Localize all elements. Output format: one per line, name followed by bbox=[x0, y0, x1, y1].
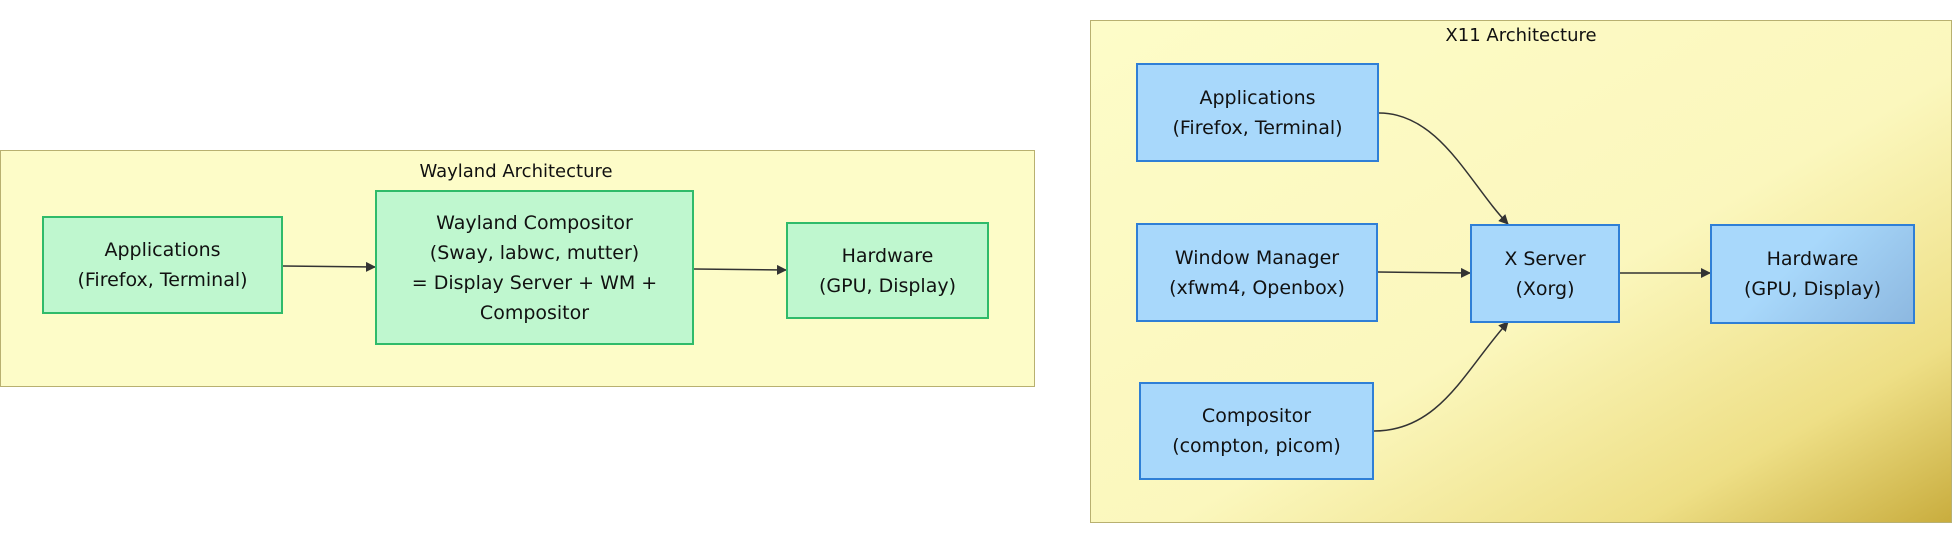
wayland-hardware-examples: (GPU, Display) bbox=[818, 274, 957, 297]
x11-x-server-node: X Server (Xorg) bbox=[1470, 224, 1620, 323]
x11-hardware-title: Hardware bbox=[1766, 248, 1859, 270]
x11-x-server-examples: (Xorg) bbox=[1515, 277, 1575, 300]
x11-window-manager-examples: (xfwm4, Openbox) bbox=[1169, 276, 1345, 299]
wayland-applications-node: Applications (Firefox, Terminal) bbox=[42, 216, 283, 314]
wayland-group-title: Wayland Architecture bbox=[419, 161, 613, 182]
x11-compositor-node: Compositor (compton, picom) bbox=[1139, 382, 1374, 480]
wayland-hardware-title: Hardware bbox=[841, 244, 934, 267]
x11-hardware-examples: (GPU, Display) bbox=[1743, 278, 1882, 300]
x11-x-server-title: X Server bbox=[1504, 247, 1586, 270]
wayland-compositor-node: Wayland Compositor (Sway, labwc, mutter)… bbox=[375, 190, 694, 345]
x11-window-manager-title: Window Manager bbox=[1174, 246, 1340, 269]
x11-hardware-node: Hardware (GPU, Display) bbox=[1710, 224, 1915, 324]
x11-compositor-examples: (compton, picom) bbox=[1172, 435, 1341, 457]
wayland-compositor-description: = Display Server + WM + bbox=[411, 271, 658, 294]
x11-applications-examples: (Firefox, Terminal) bbox=[1172, 116, 1343, 139]
x11-group-title: X11 Architecture bbox=[1445, 25, 1597, 46]
wayland-compositor-examples: (Sway, labwc, mutter) bbox=[429, 241, 640, 264]
x11-applications-title: Applications bbox=[1199, 86, 1316, 109]
wayland-applications-examples: (Firefox, Terminal) bbox=[77, 269, 248, 291]
x11-window-manager-node: Window Manager (xfwm4, Openbox) bbox=[1136, 223, 1378, 322]
x11-applications-node: Applications (Firefox, Terminal) bbox=[1136, 63, 1379, 162]
wayland-compositor-description-cont: Compositor bbox=[479, 301, 590, 324]
wayland-hardware-node: Hardware (GPU, Display) bbox=[786, 222, 989, 319]
x11-compositor-title: Compositor bbox=[1201, 405, 1312, 427]
wayland-compositor-title: Wayland Compositor bbox=[436, 211, 633, 234]
wayland-applications-title: Applications bbox=[104, 239, 221, 261]
